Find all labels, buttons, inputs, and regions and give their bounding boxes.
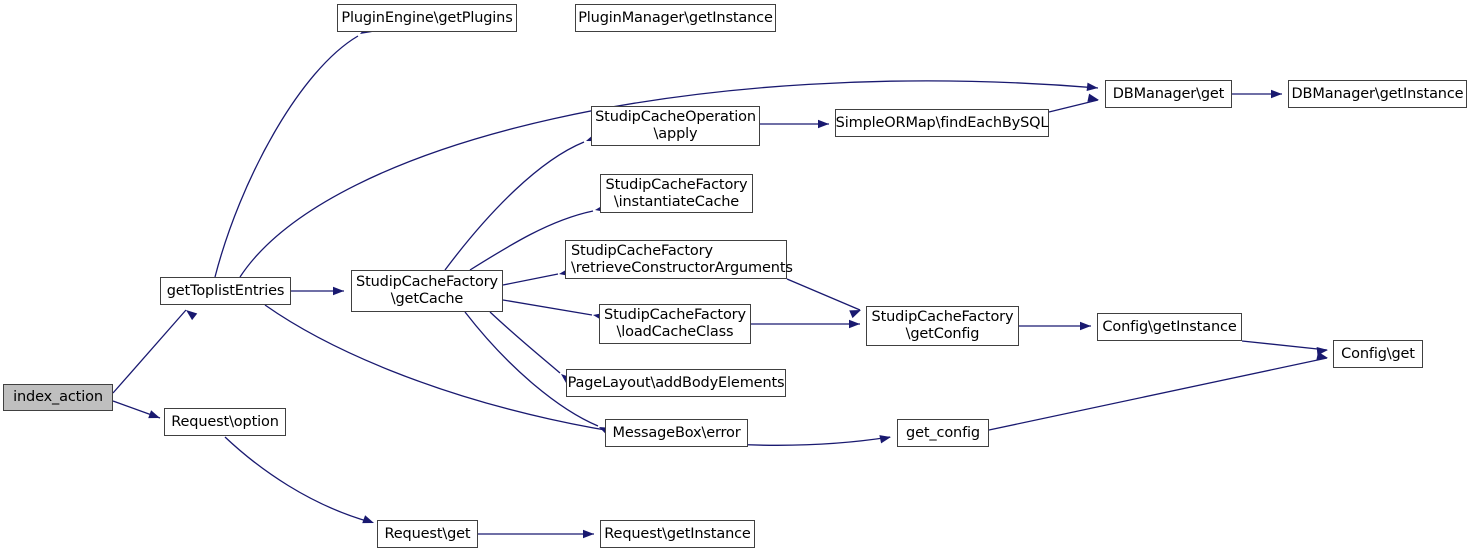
- graph-node-label: StudipCacheFactory \retrieveConstructorA…: [571, 242, 793, 276]
- graph-node-label: Request\option: [171, 413, 279, 430]
- graph-node-studipCacheFactoryLoadCacheClass[interactable]: StudipCacheFactory \loadCacheClass: [599, 304, 751, 344]
- arrowhead-index_action-to-getToplistEntries: [186, 310, 198, 321]
- graph-node-label: SimpleORMap\findEachBySQL: [835, 114, 1049, 131]
- graph-node-dbManagerGet[interactable]: DBManager\get: [1105, 80, 1232, 108]
- graph-node-studipCacheFactoryGetConfig[interactable]: StudipCacheFactory \getConfig: [866, 306, 1019, 346]
- graph-node-configGetInstance[interactable]: Config\getInstance: [1097, 313, 1242, 341]
- edge-studipCacheFactoryGetCache-to-pageLayoutAddBodyElements: [489, 311, 561, 374]
- edge-studipCacheFactoryGetCache-to-studipCacheFactoryLoadCacheClass: [502, 299, 593, 316]
- arrowhead-getToplistEntries-to-getConfigFn: [879, 435, 891, 444]
- arrowhead-studipCacheOperationApply-to-simpleORMapFindEachBySQL: [818, 119, 829, 129]
- graph-node-label: Request\get: [384, 525, 471, 542]
- arrowhead-studipCacheFactoryLoadCacheClass-to-studipCacheFactoryGetConfig: [849, 319, 860, 329]
- graph-node-pluginManagerGetInstance[interactable]: PluginManager\getInstance: [575, 4, 776, 32]
- graph-node-requestGet[interactable]: Request\get: [377, 520, 478, 548]
- edge-getConfigFn-to-configGet: [988, 357, 1328, 431]
- edge-studipCacheFactoryRetrieveConstructorArguments-to-studipCacheFactoryGetConfig: [786, 278, 861, 311]
- edge-requestOption-to-requestGet: [224, 436, 371, 523]
- arrowhead-studipCacheFactoryRetrieveConstructorArguments-to-studipCacheFactoryGetConfig: [849, 310, 861, 319]
- graph-node-requestOption[interactable]: Request\option: [164, 408, 286, 436]
- arrowhead-dbManagerGet-to-dbManagerGetInstance: [1271, 89, 1282, 99]
- graph-node-label: get_config: [906, 424, 980, 441]
- graph-node-messageBoxError[interactable]: MessageBox\error: [605, 419, 748, 447]
- edge-studipCacheFactoryGetCache-to-studipCacheFactoryRetrieveConstructorArguments: [502, 273, 559, 286]
- graph-node-studipCacheOperationApply[interactable]: StudipCacheOperation \apply: [591, 106, 760, 146]
- graph-node-label: PageLayout\addBodyElements: [567, 374, 785, 391]
- arrowhead-studipCacheFactoryGetConfig-to-configGetInstance: [1080, 321, 1091, 331]
- edge-index_action-to-requestOption: [112, 400, 161, 419]
- graph-node-label: StudipCacheOperation \apply: [595, 109, 756, 142]
- arrowhead-getConfigFn-to-configGet: [1316, 351, 1328, 360]
- graph-node-label: StudipCacheFactory \getConfig: [871, 309, 1014, 342]
- graph-node-label: Request\getInstance: [604, 525, 751, 542]
- edge-getToplistEntries-to-pluginEngineGetPlugins: [214, 35, 359, 278]
- graph-node-label: MessageBox\error: [612, 424, 741, 441]
- graph-node-studipCacheFactoryInstantiateCache[interactable]: StudipCacheFactory \instantiateCache: [600, 174, 753, 213]
- graph-node-pageLayoutAddBodyElements[interactable]: PageLayout\addBodyElements: [566, 369, 786, 397]
- graph-node-pluginEngineGetPlugins[interactable]: PluginEngine\getPlugins: [337, 4, 517, 32]
- arrowhead-index_action-to-requestOption: [148, 410, 160, 419]
- graph-node-simpleORMapFindEachBySQL[interactable]: SimpleORMap\findEachBySQL: [835, 109, 1049, 137]
- graph-node-configGet[interactable]: Config\get: [1333, 340, 1423, 368]
- arrowhead-getToplistEntries-to-studipCacheFactoryGetCache: [333, 286, 344, 296]
- graph-node-label: Config\get: [1341, 345, 1415, 362]
- graph-node-label: StudipCacheFactory \instantiateCache: [605, 176, 748, 210]
- graph-node-label: getToplistEntries: [166, 282, 285, 299]
- graph-node-studipCacheFactoryRetrieveConstructorArguments[interactable]: StudipCacheFactory \retrieveConstructorA…: [565, 240, 793, 279]
- graph-node-getConfigFn[interactable]: get_config: [897, 419, 989, 447]
- graph-node-label: DBManager\getInstance: [1291, 85, 1464, 102]
- edge-studipCacheFactoryGetCache-to-studipCacheOperationApply: [444, 141, 585, 271]
- graph-node-label: PluginEngine\getPlugins: [341, 9, 513, 26]
- graph-node-label: PluginManager\getInstance: [578, 9, 773, 26]
- graph-node-studipCacheFactoryGetCache[interactable]: StudipCacheFactory \getCache: [351, 270, 503, 312]
- arrowhead-getToplistEntries-to-dbManagerGet: [1086, 82, 1098, 92]
- graph-node-label: StudipCacheFactory \loadCacheClass: [604, 307, 746, 340]
- graph-node-requestGetInstance[interactable]: Request\getInstance: [600, 520, 755, 548]
- edge-configGetInstance-to-configGet: [1241, 340, 1328, 351]
- edge-index_action-to-getToplistEntries: [112, 309, 187, 394]
- graph-node-label: Config\getInstance: [1102, 318, 1237, 335]
- graph-node-label: index_action: [13, 389, 103, 405]
- graph-node-index_action[interactable]: index_action: [3, 384, 113, 411]
- arrowhead-requestGet-to-requestGetInstance: [583, 529, 594, 539]
- graph-node-label: DBManager\get: [1112, 85, 1225, 102]
- graph-node-dbManagerGetInstance[interactable]: DBManager\getInstance: [1288, 80, 1467, 108]
- graph-node-getToplistEntries[interactable]: getToplistEntries: [160, 277, 291, 305]
- graph-node-label: StudipCacheFactory \getCache: [356, 274, 498, 307]
- edge-simpleORMapFindEachBySQL-to-dbManagerGet: [1048, 99, 1099, 113]
- arrowhead-configGetInstance-to-configGet: [1316, 346, 1328, 356]
- arrowhead-requestOption-to-requestGet: [362, 515, 374, 524]
- arrowhead-simpleORMapFindEachBySQL-to-dbManagerGet: [1087, 93, 1099, 102]
